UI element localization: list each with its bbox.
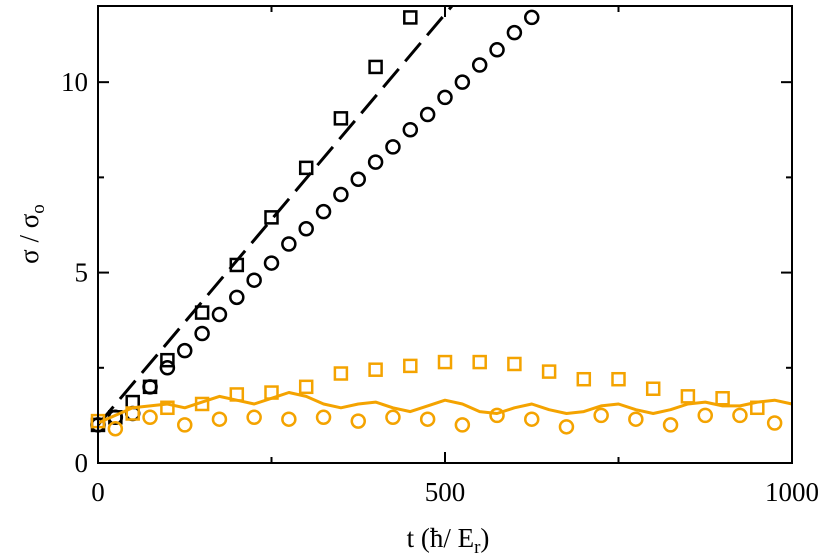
circle-point: [281, 411, 297, 427]
x-axis-label: t (ħ/ Er): [407, 523, 490, 555]
dashed-fit-line: [96, 5, 454, 426]
y-axis-label: σ / σo: [14, 204, 49, 264]
circle-point: [506, 24, 523, 41]
circle-point: [350, 413, 366, 429]
series-2: [96, 5, 454, 426]
circle-point: [419, 106, 436, 123]
circle-point: [628, 411, 644, 427]
series-5: [97, 391, 793, 425]
square-point: [333, 111, 349, 126]
plot-frame: [97, 5, 793, 464]
circle-point: [194, 325, 210, 342]
x-tick-label: 1000: [765, 477, 819, 507]
x-tick-label: 500: [425, 477, 466, 507]
axis-ticks: 0 500 1000 0 5 10: [61, 6, 819, 507]
square-point: [715, 391, 730, 406]
x-tick-label: 0: [91, 477, 105, 507]
circle-point: [385, 409, 401, 426]
circle-point: [246, 409, 262, 426]
circle-point: [333, 186, 349, 203]
square-point: [298, 160, 314, 176]
circle-point: [229, 289, 245, 306]
square-point: [160, 400, 175, 416]
solid-curve-line: [97, 391, 793, 425]
series-3: [90, 354, 765, 429]
square-point: [403, 358, 418, 374]
circle-point: [489, 407, 505, 424]
square-point: [541, 364, 557, 379]
circle-point: [385, 139, 401, 155]
y-tick-label: 0: [75, 448, 89, 478]
circle-point: [697, 407, 713, 424]
square-point: [576, 371, 592, 387]
square-point: [264, 210, 279, 225]
circle-point: [142, 409, 158, 426]
circle-point: [419, 411, 436, 427]
circle-point: [454, 417, 471, 433]
circle-point: [177, 342, 193, 359]
circle-point: [524, 411, 540, 427]
circle-point: [142, 379, 158, 395]
circle-point: [159, 360, 176, 376]
circle-point: [315, 409, 332, 426]
plot-marks: [90, 5, 793, 437]
circle-point: [298, 221, 314, 237]
circle-point: [350, 171, 366, 188]
series-0: [90, 10, 418, 433]
circle-point: [177, 417, 193, 433]
square-point: [403, 10, 418, 25]
square-point: [507, 356, 522, 372]
circle-point: [662, 417, 679, 433]
series-1: [90, 9, 540, 433]
circle-point: [402, 122, 419, 138]
circle-point: [454, 74, 471, 90]
square-point: [645, 381, 661, 396]
circle-point: [471, 57, 488, 73]
circle-point: [107, 420, 124, 437]
square-point: [368, 362, 383, 377]
square-point: [680, 389, 696, 404]
circle-point: [593, 407, 609, 424]
circle-point: [246, 272, 262, 288]
square-point: [472, 354, 487, 370]
square-point: [160, 352, 175, 368]
circle-point: [489, 42, 505, 58]
y-tick-label: 10: [61, 67, 88, 97]
y-tick-label: 5: [75, 258, 89, 288]
circle-point: [281, 236, 297, 252]
circle-point: [524, 9, 540, 26]
square-point: [368, 59, 383, 75]
series-4: [107, 407, 783, 437]
square-point: [611, 371, 626, 387]
square-point: [333, 366, 349, 381]
square-point: [437, 354, 453, 370]
square-point: [298, 379, 314, 395]
circle-point: [558, 419, 575, 435]
circle-point: [367, 154, 384, 170]
circle-point: [766, 415, 783, 431]
circle-point: [315, 203, 332, 220]
circle-point: [437, 89, 453, 106]
circle-point: [211, 306, 228, 323]
circle-point: [211, 411, 228, 427]
square-point: [194, 305, 210, 320]
circle-point: [263, 255, 280, 271]
circle-point: [732, 407, 748, 424]
